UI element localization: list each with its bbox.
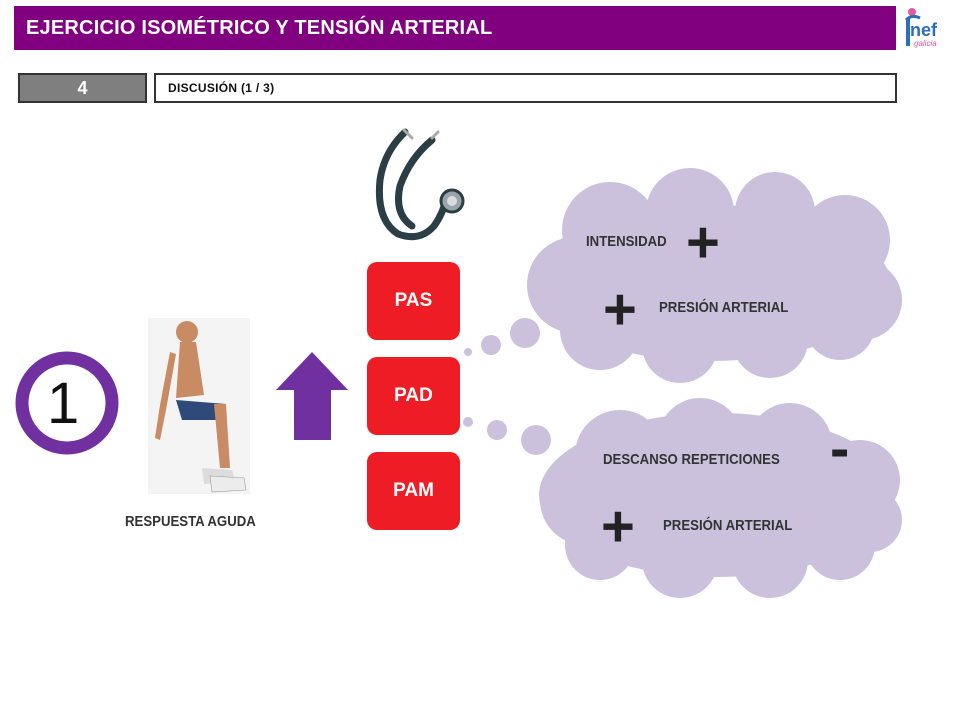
person-squat-image xyxy=(148,318,250,494)
section-label: DISCUSIÓN (1 / 3) xyxy=(154,73,897,103)
cloud-bottom xyxy=(539,398,902,598)
title-bar: EJERCICIO ISOMÉTRICO Y TENSIÓN ARTERIAL xyxy=(14,6,896,50)
cloud-bottom-line2: PRESIÓN ARTERIAL xyxy=(663,517,793,534)
pill-pam-label: PAM xyxy=(393,480,434,501)
cloud-top-sign1: + xyxy=(686,210,720,275)
cloud-bottom-line1: DESCANSO REPETICIONES xyxy=(603,451,780,468)
ring-badge xyxy=(15,351,119,455)
section-number: 4 xyxy=(18,73,147,103)
pill-pas-label: PAS xyxy=(394,290,433,311)
cloud-top xyxy=(527,168,902,383)
cloud-top-line1: INTENSIDAD xyxy=(586,233,667,250)
cloud-top-sign2: + xyxy=(603,277,637,342)
inef-logo: nef galicia xyxy=(904,8,938,48)
thought-dots xyxy=(463,318,551,455)
caption-text: RESPUESTA AGUDA xyxy=(125,513,256,530)
pill-pad: PAD xyxy=(367,357,460,435)
pill-pad-label: PAD xyxy=(394,385,433,406)
cloud-bottom-sign1: - xyxy=(830,416,850,481)
svg-text:galicia: galicia xyxy=(914,39,937,48)
badge-number: 1 xyxy=(47,371,80,436)
stethoscope-icon xyxy=(375,128,465,241)
cloud-top-line2: PRESIÓN ARTERIAL xyxy=(659,299,789,316)
pill-pas: PAS xyxy=(367,262,460,340)
cloud-bottom-sign2: + xyxy=(601,494,635,559)
page-title: EJERCICIO ISOMÉTRICO Y TENSIÓN ARTERIAL xyxy=(26,16,493,39)
arrow-up-icon xyxy=(276,352,348,440)
pill-pam: PAM xyxy=(367,452,460,530)
svg-text:nef: nef xyxy=(910,20,938,40)
